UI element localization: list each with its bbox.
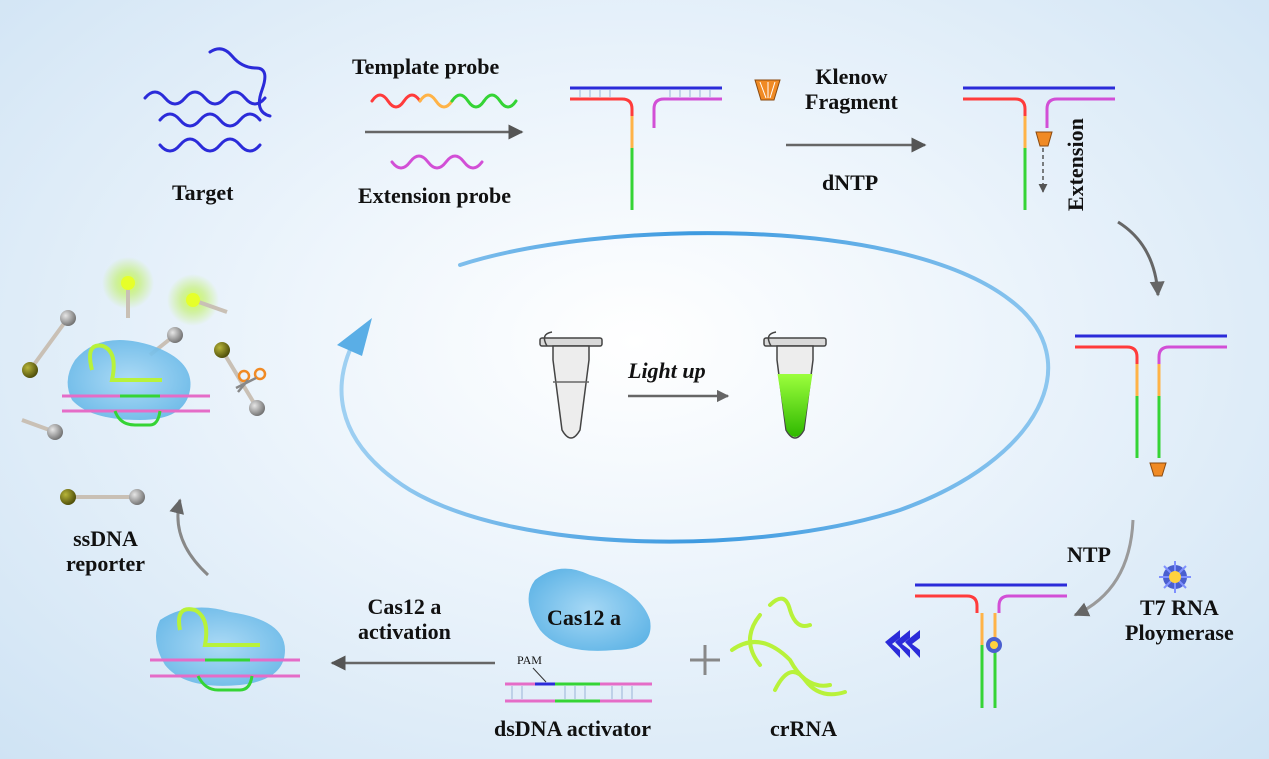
- chevron-left-icon: [885, 630, 920, 658]
- crrna-icon: [730, 596, 847, 697]
- probe-target-complex: [570, 86, 722, 210]
- scissors-icon: [235, 367, 267, 393]
- cycle-ring: [337, 231, 1051, 544]
- label-cas12a-activation: Cas12 a activation: [358, 594, 451, 645]
- label-klenow: Klenow Fragment: [805, 64, 898, 115]
- label-dsdna-activator: dsDNA activator: [494, 716, 652, 741]
- t7-polymerase-icon: [1159, 561, 1191, 593]
- label-light-up: Light up: [628, 358, 706, 383]
- label-cas12a: Cas12 a: [547, 605, 621, 630]
- ring-arrowhead: [337, 318, 372, 356]
- label-activation-line1: Cas12 a: [367, 594, 442, 619]
- label-klenow-line2: Fragment: [805, 89, 898, 115]
- label-ssdna-line2: reporter: [66, 551, 145, 577]
- label-ssdna-reporter: ssDNA reporter: [66, 526, 145, 577]
- target-strands-icon: [143, 47, 272, 153]
- transcription-complex: [915, 583, 1067, 708]
- label-t7-line2: Ploymerase: [1125, 620, 1234, 646]
- curve-arrow-2: [1073, 519, 1135, 617]
- full-duplex: [1075, 334, 1227, 477]
- cas12a-protein-icon: [528, 568, 651, 651]
- label-activation-line2: activation: [358, 619, 451, 645]
- activated-cas12a-complex: [150, 607, 300, 692]
- curve-arrow-3: [169, 498, 210, 577]
- template-probe-icon: [370, 93, 518, 109]
- ssdna-reporter-icon: [60, 489, 145, 505]
- extending-complex: [963, 86, 1115, 210]
- label-target: Target: [172, 180, 234, 205]
- label-extension-probe: Extension probe: [358, 183, 512, 208]
- label-ssdna-line1: ssDNA: [73, 526, 138, 551]
- trans-cleavage-scene: [21, 257, 267, 440]
- curve-arrow-1: [1117, 220, 1165, 297]
- tube-after: [763, 331, 827, 439]
- label-pam: PAM: [517, 653, 542, 667]
- label-t7-polymerase: T7 RNA Ploymerase: [1125, 595, 1234, 646]
- label-template-probe: Template probe: [352, 54, 500, 79]
- klenow-icon: [754, 79, 781, 101]
- plus-icon: [690, 645, 720, 675]
- label-dntp: dNTP: [822, 170, 879, 195]
- tube-before: [539, 331, 603, 439]
- label-crrna: crRNA: [770, 716, 838, 741]
- dsdna-activator-icon: [505, 667, 652, 703]
- label-t7-line1: T7 RNA: [1139, 595, 1219, 620]
- label-extension: Extension: [1062, 118, 1088, 212]
- label-klenow-line1: Klenow: [815, 64, 888, 89]
- label-ntp: NTP: [1067, 542, 1111, 567]
- extension-probe-icon: [390, 154, 484, 170]
